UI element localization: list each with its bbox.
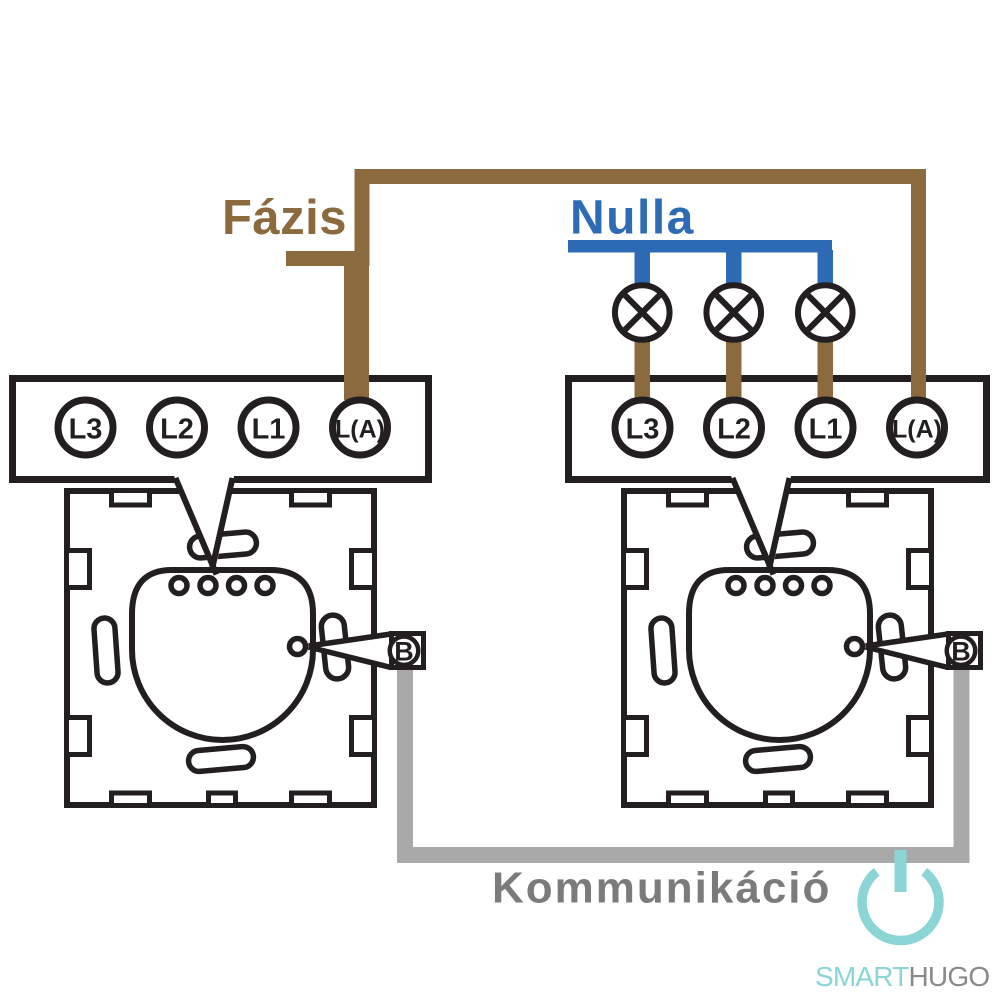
svg-text:L3: L3 [626, 414, 660, 446]
svg-text:L1: L1 [252, 414, 286, 446]
svg-text:L2: L2 [160, 414, 194, 446]
svg-text:B: B [951, 637, 971, 667]
svg-text:SMARTHUGO: SMARTHUGO [815, 961, 989, 992]
svg-text:Nulla: Nulla [570, 192, 695, 245]
svg-text:Kommunikáció: Kommunikáció [492, 864, 831, 913]
svg-text:Fázis: Fázis [222, 191, 347, 245]
svg-text:L3: L3 [69, 414, 103, 446]
svg-text:L1: L1 [809, 414, 843, 446]
svg-text:L2: L2 [717, 414, 751, 446]
svg-text:L(A): L(A) [892, 416, 942, 444]
svg-text:B: B [394, 637, 414, 667]
svg-text:L(A): L(A) [335, 416, 385, 444]
